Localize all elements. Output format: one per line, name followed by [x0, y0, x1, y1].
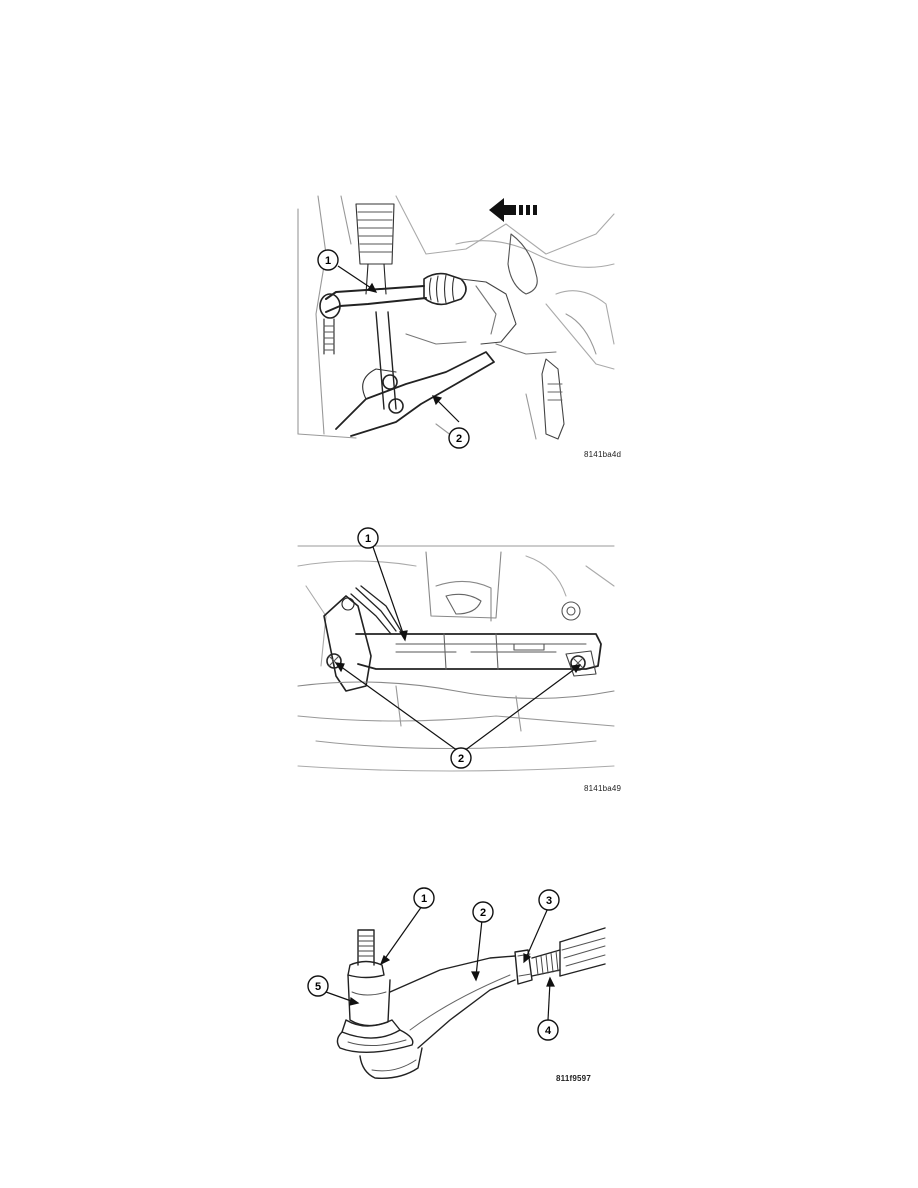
figure-1-illustration: 1 2: [297, 195, 615, 449]
figure-3-tie-rod-end-detail: 1 2 3 4 5 811f9597: [300, 880, 610, 1090]
svg-text:1: 1: [325, 255, 331, 267]
callout-1: 1: [317, 249, 339, 271]
callout-1: 1: [413, 887, 435, 909]
callout-1: 1: [357, 527, 379, 549]
callout-2: 2: [448, 427, 470, 449]
svg-text:3: 3: [546, 895, 552, 907]
figure-2-steering-gear-mounting: 1 2 8141ba49: [296, 526, 621, 798]
callout-2: 2: [472, 901, 494, 923]
figure-id-label: 8141ba4d: [584, 450, 622, 459]
svg-text:4: 4: [545, 1025, 552, 1037]
svg-text:2: 2: [456, 433, 462, 445]
figure-3-illustration: 1 2 3 4 5: [307, 887, 606, 1079]
callout-3: 3: [538, 889, 560, 911]
forward-direction-arrow: [489, 198, 537, 222]
figure-id-label: 8141ba49: [584, 784, 622, 793]
callout-2: 2: [450, 747, 472, 769]
callout-5: 5: [307, 975, 329, 997]
svg-text:5: 5: [315, 981, 321, 993]
figure-1-tie-rod-and-lower-arm: 1 2 8141ba4d: [296, 194, 621, 464]
figure-2-illustration: 1 2: [297, 527, 615, 772]
callout-4: 4: [537, 1019, 559, 1041]
svg-text:1: 1: [365, 533, 371, 545]
svg-text:1: 1: [421, 893, 427, 905]
svg-text:2: 2: [458, 753, 464, 765]
figure-id-label: 811f9597: [556, 1074, 591, 1083]
svg-text:2: 2: [480, 907, 486, 919]
